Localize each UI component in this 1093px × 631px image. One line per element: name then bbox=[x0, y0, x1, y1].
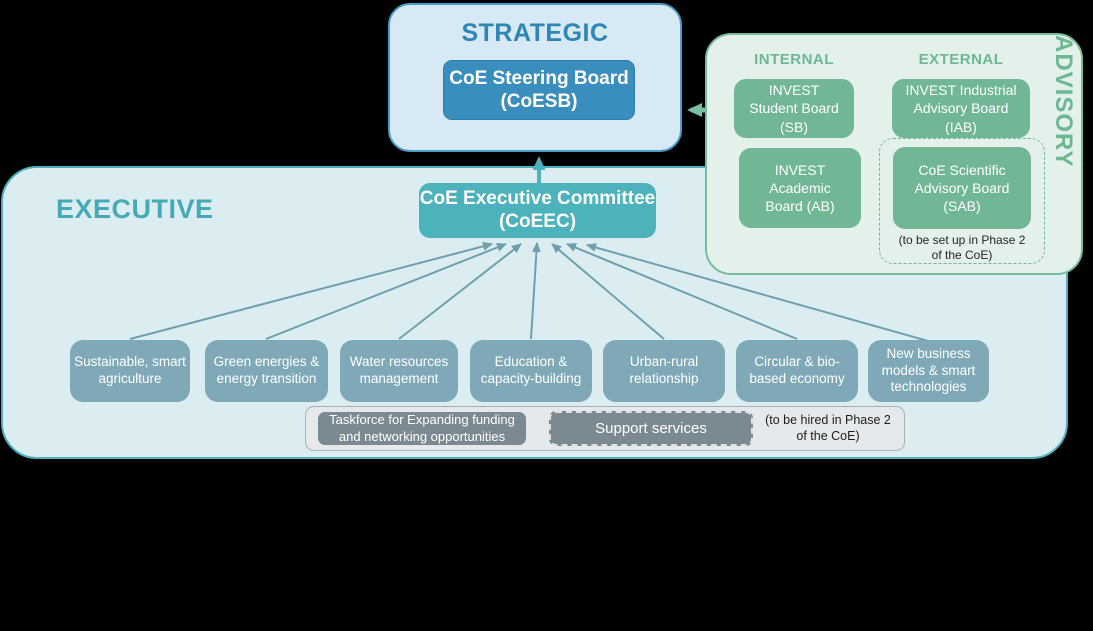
executive-title: EXECUTIVE bbox=[56, 194, 214, 224]
strategic-title: STRATEGIC bbox=[461, 19, 609, 47]
working-group-green-energies: Green energies & energy transition bbox=[205, 340, 328, 402]
scientific-board-group: CoE Scientific Advisory Board (SAB) (to … bbox=[879, 138, 1045, 264]
advisory-side-label: ADVISORY bbox=[1050, 35, 1077, 168]
strategic-section: STRATEGIC CoE Steering Board (CoESB) bbox=[388, 3, 682, 152]
student-board-box: INVEST Student Board (SB) bbox=[734, 79, 854, 138]
working-group-agriculture: Sustainable, smart agriculture bbox=[70, 340, 190, 402]
executive-committee-box: CoE Executive Committee (CoEEC) bbox=[419, 183, 656, 238]
industrial-advisory-board-box: INVEST Industrial Advisory Board (IAB) bbox=[892, 79, 1030, 138]
advisory-section: INTERNAL EXTERNAL INVEST Student Board (… bbox=[705, 33, 1083, 275]
external-header: EXTERNAL bbox=[918, 51, 1004, 68]
working-group-new-business: New business models & smart technologies bbox=[868, 340, 989, 402]
support-hire-note: (to be hired in Phase 2 of the CoE) bbox=[765, 413, 891, 443]
support-services-box: Support services bbox=[549, 411, 753, 446]
support-bar: Taskforce for Expanding funding and netw… bbox=[305, 406, 905, 451]
steering-board-box: CoE Steering Board (CoESB) bbox=[443, 60, 635, 120]
academic-board-box: INVEST Academic Board (AB) bbox=[739, 148, 861, 228]
internal-header: INTERNAL bbox=[754, 51, 834, 68]
working-group-circular-economy: Circular & bio- based economy bbox=[736, 340, 858, 402]
working-group-education: Education & capacity-building bbox=[470, 340, 592, 402]
working-group-water-resources: Water resources management bbox=[340, 340, 458, 402]
working-group-urban-rural: Urban-rural relationship bbox=[603, 340, 725, 402]
scientific-advisory-board-box: CoE Scientific Advisory Board (SAB) bbox=[893, 147, 1031, 229]
taskforce-box: Taskforce for Expanding funding and netw… bbox=[318, 412, 526, 445]
scientific-board-note: (to be set up in Phase 2 of the CoE) bbox=[898, 233, 1026, 262]
